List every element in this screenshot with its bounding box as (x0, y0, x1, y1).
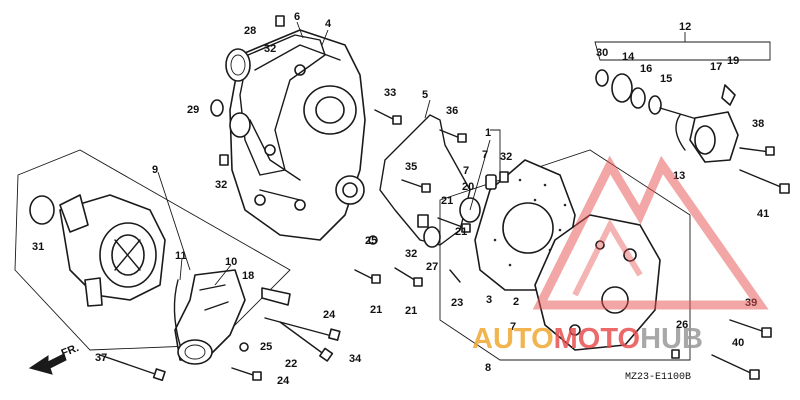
clip-18 (261, 287, 291, 306)
callout: 32 (405, 248, 417, 260)
callout: 32 (500, 151, 512, 163)
callout: 7 (510, 321, 516, 333)
callout: 37 (95, 352, 107, 364)
front-marker-label: FR. (60, 342, 81, 360)
callout: 7 (463, 165, 469, 177)
callout: 6 (294, 11, 300, 23)
callout: 20 (462, 181, 474, 193)
thermostat-group (595, 69, 739, 163)
o-ring-11 (173, 279, 181, 346)
watermark-prefix: AUTO (472, 323, 554, 355)
front-direction-arrow: FR. (28, 342, 81, 375)
callout: 41 (757, 208, 769, 220)
callout: 17 (710, 61, 722, 73)
callout: 16 (640, 63, 652, 75)
gasket-5 (379, 114, 471, 246)
callout: 28 (244, 25, 256, 37)
watermark: AUTOMOTOHUB (472, 155, 769, 355)
crankcase-cover-4 (229, 29, 366, 241)
callout: 19 (727, 55, 739, 67)
callout: 26 (676, 319, 688, 331)
o-ring-29 (210, 99, 224, 117)
callout: 10 (225, 256, 237, 268)
callout: 38 (752, 118, 764, 130)
diagram-code: MZ23-E1100B (625, 372, 691, 383)
callout: 15 (660, 73, 672, 85)
callout: 7 (482, 149, 488, 161)
callout: 29 (187, 104, 199, 116)
callout: 25 (260, 341, 272, 353)
callout: 18 (242, 270, 254, 282)
callout: 33 (384, 87, 396, 99)
callout: 8 (485, 362, 491, 374)
water-pump-body (59, 194, 166, 307)
callout: 35 (405, 161, 417, 173)
group-frame-12 (594, 41, 771, 61)
callout: 5 (422, 89, 428, 101)
callout: 21 (405, 305, 417, 317)
callout: 25 (365, 235, 377, 247)
callout: 30 (596, 47, 608, 59)
callout: 40 (732, 337, 744, 349)
watermark-text: AUTOMOTOHUB (472, 323, 703, 355)
watermark-middle: MOTO (554, 323, 640, 355)
leader-lines (157, 21, 686, 286)
watermark-suffix: HUB (640, 323, 703, 355)
callout: 24 (277, 375, 290, 387)
callout: 2 (513, 296, 519, 308)
callout: 21 (455, 226, 467, 238)
callout: 12 (679, 21, 691, 33)
callout: 31 (32, 241, 44, 253)
callout: 27 (426, 261, 438, 273)
callout: 14 (622, 51, 635, 63)
callout: 4 (325, 18, 332, 30)
callout: 23 (451, 297, 463, 309)
o-ring-31 (29, 195, 55, 225)
callout: 34 (349, 353, 362, 365)
callout: 1 (485, 127, 491, 139)
oil-seal-28 (225, 48, 251, 82)
callout: 22 (285, 358, 297, 370)
bolts (99, 109, 790, 382)
callout: 32 (264, 43, 276, 55)
callout: 11 (175, 250, 187, 262)
pump-cover-10 (174, 269, 246, 365)
callout: 3 (486, 294, 492, 306)
o-ring-27 (423, 226, 441, 248)
callout-labels: 1 2 3 4 5 6 7 7 7 8 9 10 11 12 13 14 15 … (32, 11, 769, 387)
callout: 24 (323, 309, 336, 321)
callout: 9 (152, 164, 158, 176)
callout: 36 (446, 105, 458, 117)
callout: 21 (441, 195, 453, 207)
callout: 32 (215, 179, 227, 191)
seal-cover (229, 112, 251, 138)
callout: 21 (370, 304, 382, 316)
group-frame-8 (439, 149, 691, 361)
